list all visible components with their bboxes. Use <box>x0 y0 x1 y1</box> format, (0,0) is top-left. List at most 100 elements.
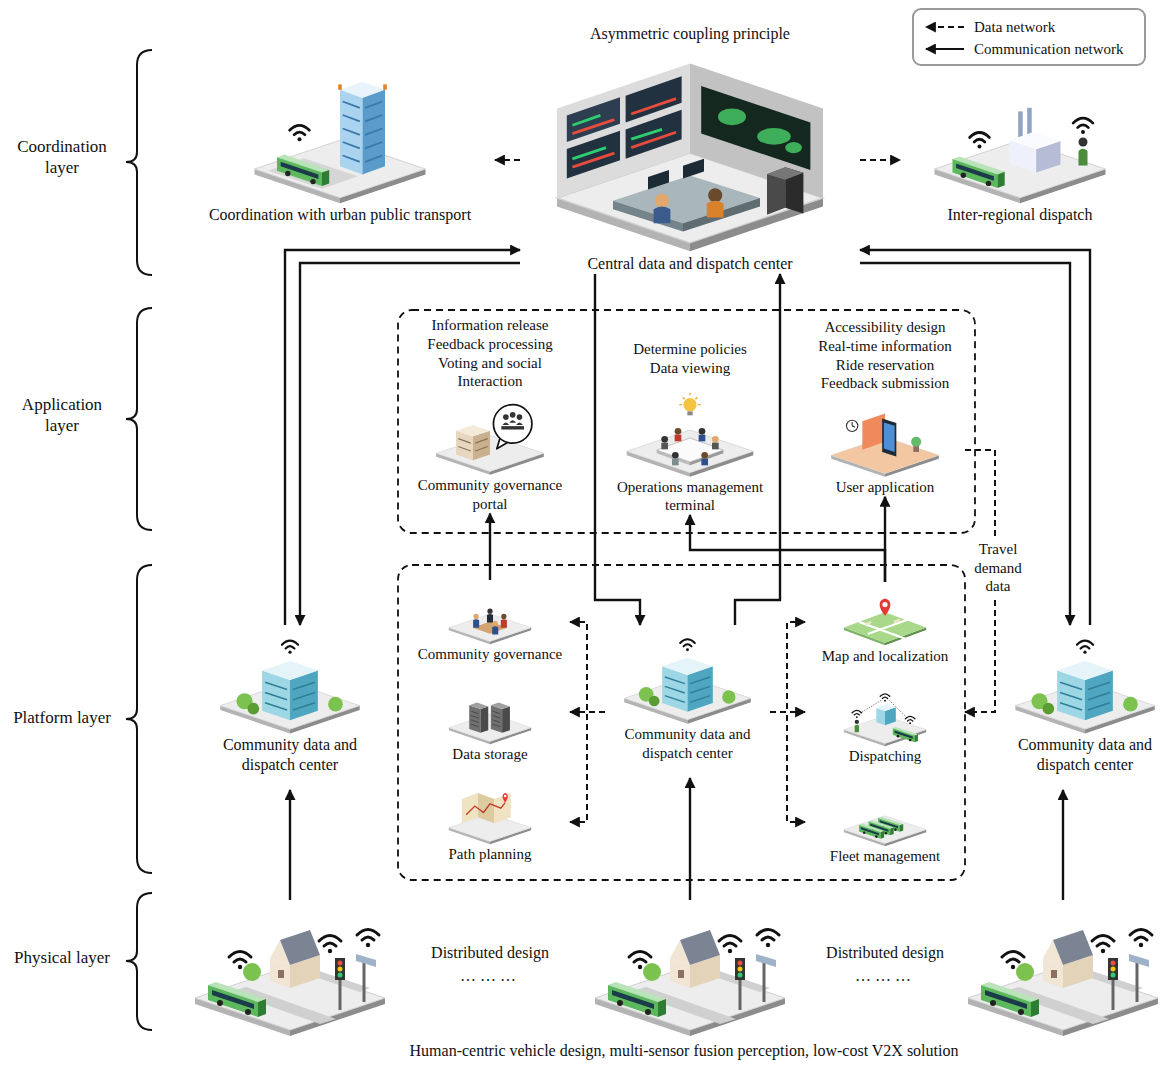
application-node: Information releaseFeedback processingVo… <box>410 316 570 514</box>
node-text: Determine policies <box>615 340 765 359</box>
illustration-part <box>968 930 1158 1037</box>
platform-module: Data storage <box>410 680 570 764</box>
icon-drawing <box>805 582 965 647</box>
node-text: Fleet management <box>805 847 965 866</box>
icon-symbol <box>1015 641 1154 734</box>
node-text: Accessibility design <box>805 318 965 337</box>
illustration-part <box>126 565 152 873</box>
legend-line <box>926 26 964 28</box>
data-network-arrow <box>770 712 805 822</box>
icon-symbol <box>255 82 426 204</box>
community-center-node: Community data and dispatch center <box>205 625 375 775</box>
illustration-part <box>1062 790 1064 900</box>
icon-illustration <box>805 582 965 647</box>
community-center-node: Community data and dispatch center <box>605 625 770 763</box>
illustration-part <box>195 930 385 1037</box>
ellipsis-mark: … … … <box>783 966 983 986</box>
node-text: Central data and dispatch center <box>520 254 860 274</box>
edge-label: Travel demand data <box>966 539 1030 597</box>
icon-drawing <box>410 780 570 845</box>
icon-drawing <box>1005 625 1165 735</box>
icon-symbol <box>844 816 926 846</box>
icon-symbol <box>624 639 751 723</box>
communication-arrow <box>489 514 491 581</box>
node-text: Coordination with urban public transport <box>185 205 495 225</box>
illustration-part <box>289 790 291 900</box>
icon-illustration <box>410 680 570 745</box>
icon-drawing <box>520 44 860 254</box>
illustration-part <box>126 50 152 1030</box>
icon-symbol <box>449 793 531 844</box>
icon-drawing <box>205 625 375 735</box>
communication-arrow <box>884 497 886 582</box>
layer-label: Platform layer <box>7 707 117 728</box>
icon-drawing <box>805 682 965 747</box>
node-text: Asymmetric coupling principle <box>520 24 860 44</box>
node-text: Voting and social Interaction <box>410 354 570 392</box>
illustration-part <box>126 308 152 530</box>
communication-arrow <box>690 515 885 582</box>
node-text: Community data and dispatch center <box>605 725 770 763</box>
icon-symbol <box>449 609 531 645</box>
icon-illustration <box>805 393 965 478</box>
node-text: Operations management terminal <box>615 478 765 516</box>
icon-illustration <box>805 682 965 747</box>
icon-drawing <box>410 391 570 476</box>
ellipsis-mark: … … … <box>388 966 588 986</box>
node-text: Data viewing <box>615 359 765 378</box>
illustration-part <box>126 50 152 275</box>
icon-drawing <box>805 393 965 478</box>
icon-symbol <box>831 413 939 476</box>
illustration-part <box>689 778 691 900</box>
data-network-arrow <box>570 622 605 712</box>
icon-drawing <box>615 378 765 478</box>
node-text: Feedback processing <box>410 335 570 354</box>
platform-module: Path planning <box>410 780 570 864</box>
icon-illustration <box>1005 625 1165 735</box>
design-note: Distributed design <box>785 943 985 963</box>
icon-illustration <box>805 782 965 847</box>
legend-text: Communication network <box>974 41 1124 58</box>
icon-symbol <box>220 641 359 734</box>
icon-drawing <box>410 680 570 745</box>
node-text: Community governance <box>410 645 570 664</box>
icon-illustration <box>900 70 1140 205</box>
illustration-part <box>290 778 1063 900</box>
icon-drawing <box>605 625 770 725</box>
icon-illustration <box>205 625 375 735</box>
icon-symbol <box>844 694 926 746</box>
icon-illustration <box>410 391 570 476</box>
legend-row: Data network <box>922 16 1136 38</box>
platform-module: Fleet management <box>805 782 965 866</box>
icon-symbol <box>557 64 823 252</box>
icon-drawing <box>410 580 570 645</box>
illustration-part <box>398 310 975 533</box>
illustration-part <box>398 565 965 880</box>
data-network-arrow <box>770 622 805 712</box>
design-note: Distributed design <box>390 943 590 963</box>
node-text: Community governance portal <box>410 476 570 514</box>
central-center-node: Asymmetric coupling principleCentral dat… <box>520 24 860 274</box>
icon-symbol <box>627 392 754 476</box>
data-network-arrow <box>570 712 605 822</box>
legend-box: Data networkCommunication network <box>912 8 1146 66</box>
icon-illustration <box>605 625 770 725</box>
icon-drawing <box>805 782 965 847</box>
illustration-part <box>126 893 152 1030</box>
platform-module: Community governance <box>410 580 570 664</box>
icon-symbol <box>935 108 1106 203</box>
icon-illustration <box>410 780 570 845</box>
node-text: Map and localization <box>805 647 965 666</box>
node-text: Data storage <box>410 745 570 764</box>
node-text: Real-time information <box>805 337 965 356</box>
node-text: Path planning <box>410 845 570 864</box>
application-node: Determine policiesData viewingOperations… <box>615 340 765 515</box>
platform-module: Dispatching <box>805 682 965 766</box>
node-text: Information release <box>410 316 570 335</box>
legend-line <box>926 48 964 50</box>
icon-illustration <box>410 580 570 645</box>
data-network-arrow <box>495 159 520 161</box>
node-text: Community data and dispatch center <box>1005 735 1165 775</box>
icon-illustration <box>520 44 860 254</box>
